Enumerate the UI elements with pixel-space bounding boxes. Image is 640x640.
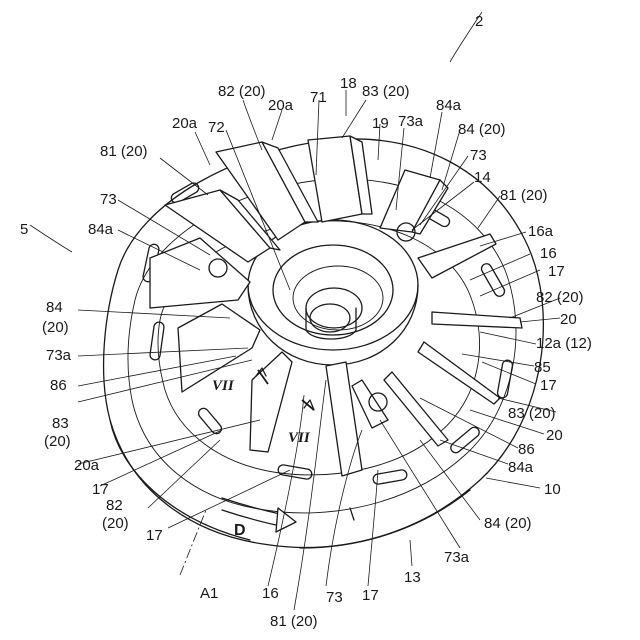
label-84a-right: 84a — [508, 459, 534, 476]
label-73a-left: 73a — [46, 347, 72, 364]
label-84-20-topright: 84 (20) — [458, 121, 506, 138]
label-20-paren-left3: (20) — [102, 515, 129, 532]
label-82-20-right: 82 (20) — [536, 289, 584, 306]
blades — [150, 136, 522, 476]
label-14: 14 — [474, 169, 491, 186]
label-73-bottom: 73 — [326, 589, 343, 606]
label-84-20-bottom: 84 (20) — [484, 515, 532, 532]
label-16a: 16a — [528, 223, 554, 240]
label-vii-b: VII — [288, 430, 311, 446]
label-vii-a: VII — [212, 378, 235, 394]
label-83-20-right: 83 (20) — [508, 405, 556, 422]
label-d: D — [234, 522, 246, 539]
label-72: 72 — [208, 119, 225, 136]
label-17-right1: 17 — [548, 263, 565, 280]
label-86-left: 86 — [50, 377, 67, 394]
label-81-20-bottom: 81 (20) — [270, 613, 318, 630]
label-a1: A1 — [200, 585, 218, 602]
label-20-paren-left: (20) — [42, 319, 69, 336]
label-10: 10 — [544, 481, 561, 498]
label-20-right: 20 — [560, 311, 577, 328]
label-84a-left: 84a — [88, 221, 114, 238]
label-73-topright: 73 — [470, 147, 487, 164]
label-20a-left: 20a — [172, 115, 198, 132]
label-73a-bottom: 73a — [444, 549, 470, 566]
label-71: 71 — [310, 89, 327, 106]
label-81-20-right: 81 (20) — [500, 187, 548, 204]
label-82-left: 82 — [106, 497, 123, 514]
label-83-20-top: 83 (20) — [362, 83, 410, 100]
label-19: 19 — [372, 115, 389, 132]
label-16-bottom: 16 — [262, 585, 279, 602]
label-85: 85 — [534, 359, 551, 376]
label-12a: 12a (12) — [536, 335, 592, 352]
label-17-left: 17 — [92, 481, 109, 498]
label-16-right: 16 — [540, 245, 557, 262]
label-17-bottom: 17 — [362, 587, 379, 604]
label-18: 18 — [340, 75, 357, 92]
label-73-left: 73 — [100, 191, 117, 208]
label-86-right: 86 — [518, 441, 535, 458]
label-83-left: 83 — [52, 415, 69, 432]
label-20a-bottomleft: 20a — [74, 457, 100, 474]
axis-a1 — [180, 510, 206, 575]
label-2: 2 — [475, 13, 483, 30]
label-13: 13 — [404, 569, 421, 586]
label-81-20-left: 81 (20) — [100, 143, 148, 160]
label-84-left: 84 — [46, 299, 63, 316]
label-84a-top: 84a — [436, 97, 462, 114]
label-20-right2: 20 — [546, 427, 563, 444]
label-5: 5 — [20, 221, 28, 238]
label-82-20-top: 82 (20) — [218, 83, 266, 100]
label-20a-top: 20a — [268, 97, 294, 114]
label-20-paren-left2: (20) — [44, 433, 71, 450]
label-17-bottomleft: 17 — [146, 527, 163, 544]
label-17-right2: 17 — [540, 377, 557, 394]
label-73a-top: 73a — [398, 113, 424, 130]
